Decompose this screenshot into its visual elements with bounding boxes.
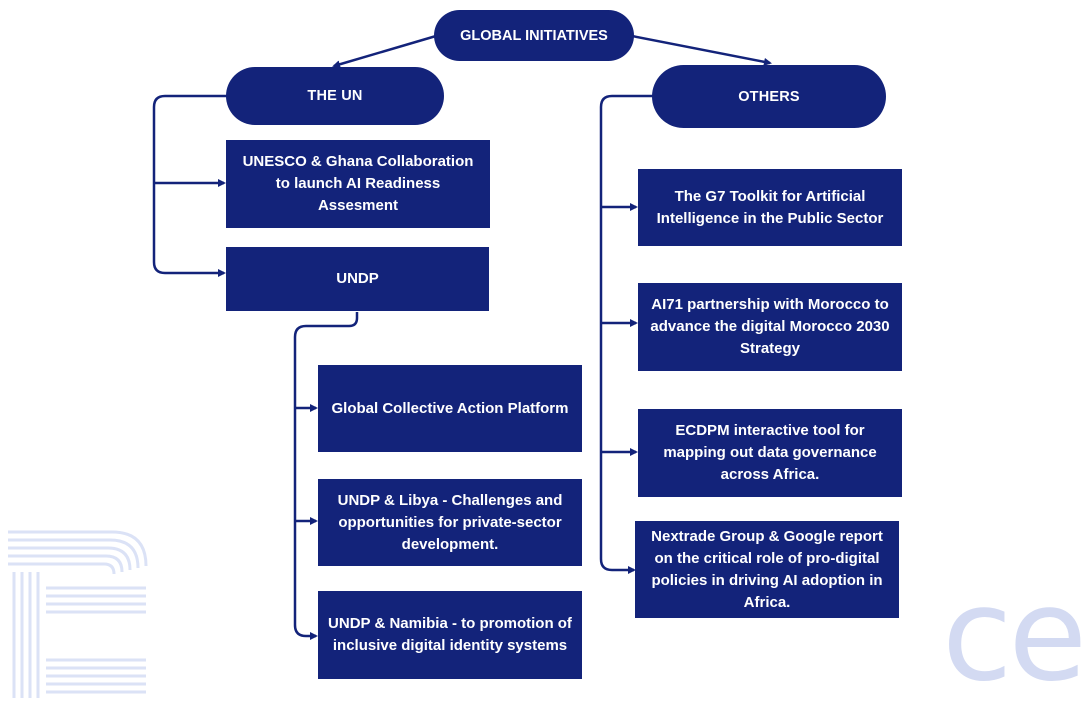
others-bracket — [599, 94, 655, 574]
root-to-un-arrow — [332, 34, 437, 69]
watermark-text: ce — [942, 561, 1081, 710]
root-node: GLOBAL INITIATIVES — [434, 10, 634, 61]
gcap-node: Global Collective Action Platform — [318, 365, 582, 452]
g7-toolkit-node: The G7 Toolkit for Artificial Intelligen… — [638, 169, 902, 246]
ai71-morocco-node: AI71 partnership with Morocco to advance… — [638, 283, 902, 371]
un-branch-node: THE UN — [226, 67, 444, 125]
undp-libya-node: UNDP & Libya - Challenges and opportunit… — [318, 479, 582, 566]
ecdpm-node: ECDPM interactive tool for mapping out d… — [638, 409, 902, 497]
root-to-others-arrow — [631, 34, 772, 66]
others-branch-node: OTHERS — [652, 65, 886, 128]
un-bracket — [152, 94, 228, 277]
nextrade-google-node: Nextrade Group & Google report on the cr… — [635, 521, 899, 618]
undp-namibia-node: UNDP & Namibia - to promotion of inclusi… — [318, 591, 582, 679]
watermark-logo-icon — [8, 530, 148, 698]
undp-node: UNDP — [226, 247, 489, 311]
undp-bracket — [293, 312, 359, 640]
unesco-ghana-node: UNESCO & Ghana Collaboration to launch A… — [226, 140, 490, 228]
